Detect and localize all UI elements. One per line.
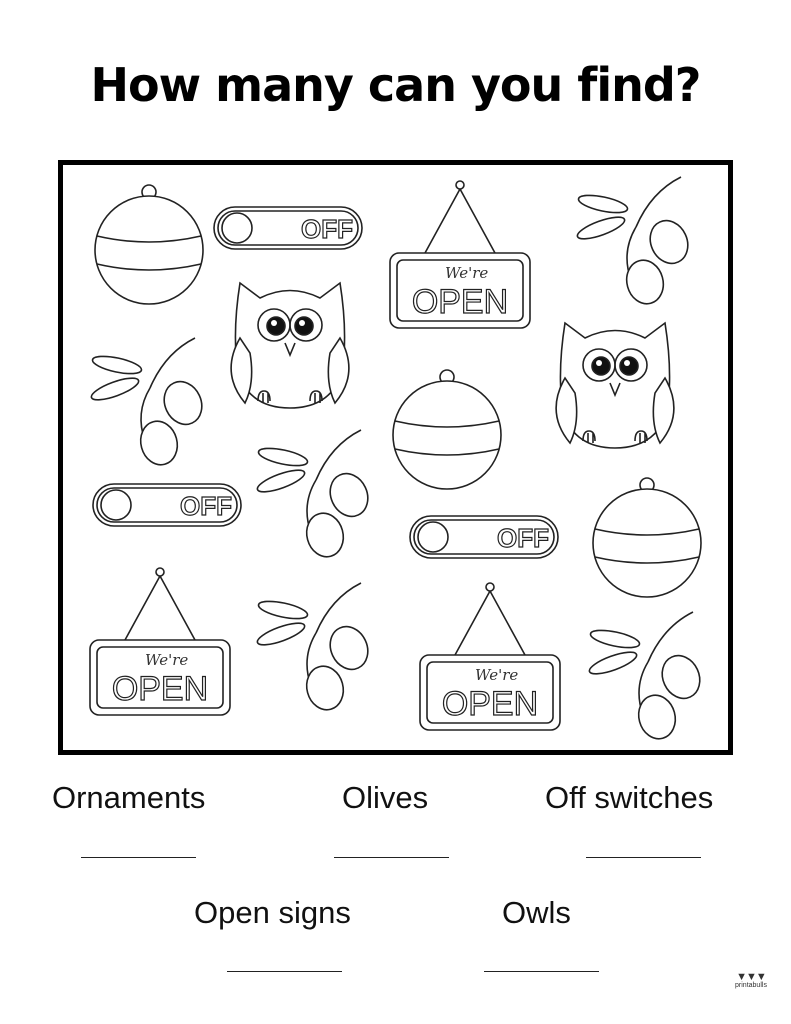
answer-line-ornaments[interactable]	[81, 857, 196, 858]
bulldog-icon: ▼▼▼	[736, 971, 767, 983]
label-olives: Olives	[342, 780, 429, 815]
label-owls: Owls	[502, 895, 571, 930]
svg-text:We're: We're	[475, 666, 518, 684]
label-ornaments: Ornaments	[52, 780, 206, 815]
svg-text:We're: We're	[445, 264, 488, 282]
svg-text:We're: We're	[145, 651, 188, 669]
olives-3	[254, 429, 376, 562]
hidden-objects-illustration: OFF OFF OFF We're We're We're OPEN OPEN …	[88, 176, 708, 744]
label-off-switches: Off switches	[545, 780, 714, 815]
picture-frame: OFF OFF OFF We're We're We're OPEN OPEN …	[58, 160, 733, 755]
owl-2	[555, 322, 675, 449]
olives-2	[88, 337, 210, 470]
printabulls-logo: ▼▼▼ printabulls	[731, 971, 771, 990]
ornament-2	[392, 369, 502, 490]
olives-4	[254, 582, 376, 715]
svg-text:OFF: OFF	[497, 523, 549, 553]
page-title: How many can you find?	[90, 58, 702, 112]
answer-line-off-switches[interactable]	[586, 857, 701, 858]
svg-text:OFF: OFF	[301, 214, 353, 244]
ornament-3	[592, 477, 702, 598]
svg-text:OPEN: OPEN	[412, 283, 508, 321]
answer-line-owls[interactable]	[484, 971, 599, 972]
answer-line-olives[interactable]	[334, 857, 449, 858]
svg-text:OPEN: OPEN	[442, 685, 538, 723]
svg-text:OPEN: OPEN	[112, 670, 208, 708]
owl-1	[230, 282, 350, 409]
olives-5	[586, 611, 708, 744]
olives-1	[574, 176, 696, 309]
logo-text: printabulls	[735, 982, 767, 989]
svg-text:OFF: OFF	[180, 491, 232, 521]
answer-line-open-signs[interactable]	[227, 971, 342, 972]
ornament-1	[94, 184, 204, 305]
label-open-signs: Open signs	[194, 895, 351, 930]
